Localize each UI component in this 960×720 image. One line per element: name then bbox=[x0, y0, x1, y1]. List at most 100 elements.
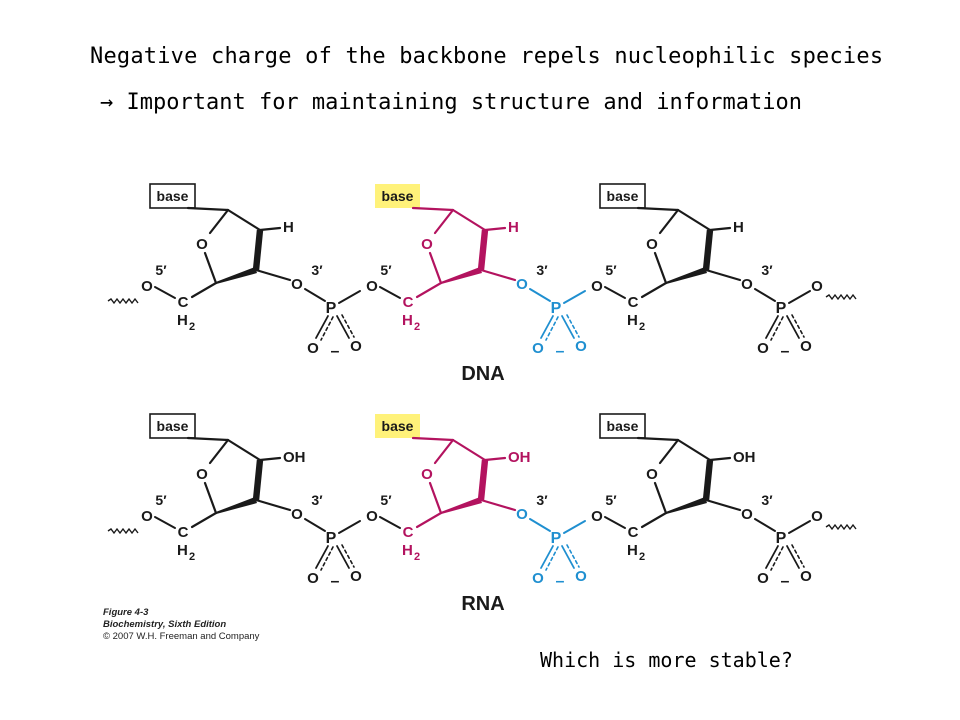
c4-c5-bond bbox=[190, 281, 218, 299]
carbon-hydrogens: H bbox=[402, 312, 413, 329]
phosphate-oxygen: O bbox=[800, 338, 812, 355]
arrow-icon: → bbox=[100, 90, 114, 115]
ring-wedge-bond bbox=[252, 459, 264, 501]
ring-wedge-bond bbox=[440, 266, 482, 284]
phosphorus-atom: P bbox=[326, 300, 337, 317]
heading-line-2: → Important for maintaining structure an… bbox=[100, 90, 802, 115]
ring-bond bbox=[676, 208, 712, 232]
ester-bond bbox=[604, 516, 626, 529]
ring-bond bbox=[208, 438, 230, 465]
five-prime-label: 5′ bbox=[155, 262, 167, 278]
p-o-bond bbox=[561, 315, 575, 339]
ring-oxygen: O bbox=[421, 466, 433, 483]
phosphorus-atom: P bbox=[551, 530, 562, 547]
base-bond bbox=[186, 436, 230, 442]
ring-bond bbox=[676, 438, 712, 462]
five-prime-label: 5′ bbox=[605, 492, 617, 508]
base-label: base bbox=[607, 418, 639, 434]
five-prime-carbon: C bbox=[178, 524, 189, 541]
phosphate-oxygen: O bbox=[532, 340, 544, 357]
ring-oxygen: O bbox=[421, 236, 433, 253]
c3-o3-bond bbox=[704, 268, 742, 282]
ring-wedge-bond bbox=[702, 459, 714, 501]
phosphorus-atom: P bbox=[326, 530, 337, 547]
hydrogen-subscript: 2 bbox=[414, 321, 420, 333]
phosphoester-bond bbox=[754, 518, 776, 532]
p-o-partial-bond bbox=[791, 544, 805, 568]
base-label: base bbox=[607, 188, 639, 204]
base-box bbox=[149, 413, 196, 439]
c3-o3-bond bbox=[254, 268, 292, 282]
c4-c5-bond bbox=[415, 511, 443, 529]
five-prime-oxygen: O bbox=[591, 278, 603, 295]
hydrogen-atom: H bbox=[733, 219, 744, 236]
base-bond bbox=[636, 436, 680, 442]
ring-bond bbox=[653, 251, 668, 285]
p-o-bond bbox=[336, 545, 350, 569]
phosphoester-bond bbox=[338, 290, 361, 304]
hydrogen-subscript: 2 bbox=[189, 551, 195, 563]
c3-o3-bond bbox=[704, 498, 742, 512]
carbon-hydrogens: H bbox=[177, 312, 188, 329]
carbon-hydrogens: H bbox=[402, 542, 413, 559]
p-o-bond bbox=[765, 315, 779, 339]
p-o-bond bbox=[786, 315, 800, 339]
five-prime-oxygen: O bbox=[366, 508, 378, 525]
phosphoester-bond bbox=[338, 520, 361, 534]
hydroxyl-group: OH bbox=[283, 449, 306, 466]
figure-number: Figure 4-3 bbox=[103, 607, 149, 618]
p-o-bond bbox=[786, 545, 800, 569]
dna-label: DNA bbox=[461, 363, 504, 385]
p-o-bond bbox=[540, 545, 554, 569]
p-o-partial-bond bbox=[770, 546, 784, 571]
phosphorus-atom: P bbox=[776, 300, 787, 317]
substituent-bond bbox=[708, 456, 732, 462]
p-o-bond bbox=[315, 545, 329, 569]
phosphate-oxygen: O bbox=[800, 568, 812, 585]
phosphoester-bond bbox=[529, 288, 551, 302]
ring-bond bbox=[208, 208, 230, 235]
p-o-partial-bond bbox=[545, 546, 559, 571]
hydrogen-atom: H bbox=[508, 219, 519, 236]
hydrogen-subscript: 2 bbox=[189, 321, 195, 333]
negative-charge: – bbox=[556, 343, 565, 360]
ring-wedge-bond bbox=[215, 496, 257, 514]
base-bond bbox=[411, 436, 455, 442]
substituent-bond bbox=[483, 456, 507, 462]
chain-continuation-left bbox=[107, 297, 139, 305]
terminal-oxygen: O bbox=[811, 508, 823, 525]
base-bond bbox=[411, 206, 455, 212]
chain-continuation-right bbox=[825, 293, 857, 301]
ring-bond bbox=[433, 438, 455, 465]
p-o-partial-bond bbox=[545, 316, 559, 341]
ring-wedge-bond bbox=[477, 229, 489, 271]
base-box bbox=[375, 184, 420, 208]
three-prime-label: 3′ bbox=[311, 262, 323, 278]
negative-charge: – bbox=[781, 343, 790, 360]
ring-bond bbox=[451, 208, 487, 232]
phosphoester-bond bbox=[788, 520, 811, 534]
three-prime-oxygen: O bbox=[741, 276, 753, 293]
carbon-hydrogens: H bbox=[627, 542, 638, 559]
p-o-partial-bond bbox=[566, 314, 580, 338]
rna-label: RNA bbox=[461, 593, 504, 615]
phosphorus-atom: P bbox=[776, 530, 787, 547]
phosphoester-bond bbox=[529, 518, 551, 532]
three-prime-oxygen: O bbox=[516, 276, 528, 293]
carbon-hydrogens: H bbox=[627, 312, 638, 329]
five-prime-carbon: C bbox=[403, 294, 414, 311]
base-label: base bbox=[157, 188, 189, 204]
ring-wedge-bond bbox=[440, 496, 482, 514]
terminal-oxygen: O bbox=[811, 278, 823, 295]
carbon-hydrogens: H bbox=[177, 542, 188, 559]
ring-bond bbox=[658, 208, 680, 235]
five-prime-carbon: C bbox=[628, 294, 639, 311]
ester-bond bbox=[379, 286, 401, 299]
ring-bond bbox=[433, 208, 455, 235]
base-bond bbox=[186, 206, 230, 212]
hydroxyl-group: OH bbox=[733, 449, 756, 466]
phosphoester-bond bbox=[788, 290, 811, 304]
p-o-partial-bond bbox=[320, 316, 334, 341]
phosphoester-bond bbox=[563, 520, 586, 534]
substituent-bond bbox=[483, 226, 507, 232]
